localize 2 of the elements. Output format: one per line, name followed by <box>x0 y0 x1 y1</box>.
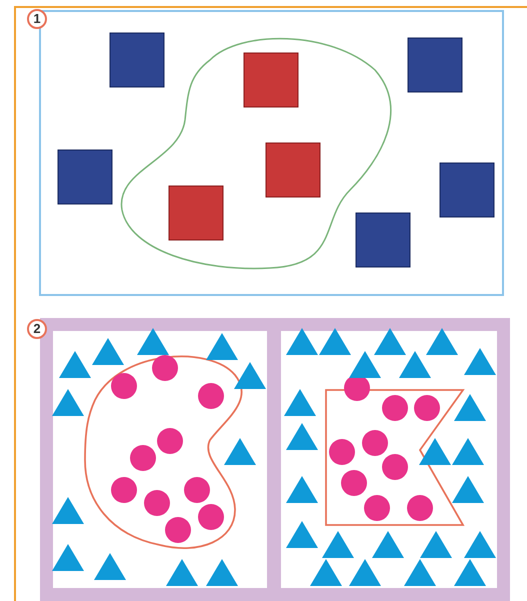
callout-number: 1 <box>27 9 47 29</box>
callout-number: 2 <box>27 319 47 339</box>
